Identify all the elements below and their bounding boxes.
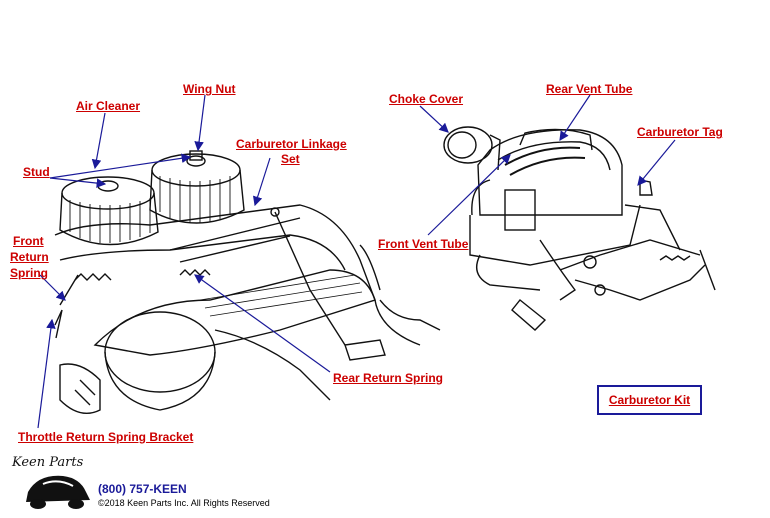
arrow-rear-return	[194, 274, 331, 373]
label-carburetor-tag[interactable]: Carburetor Tag	[637, 125, 723, 139]
logo-script-text: Keen Parts	[11, 455, 84, 470]
carburetor-drawing	[443, 126, 716, 331]
label-stud[interactable]: Stud	[23, 165, 50, 179]
arrow-rear-vent	[559, 94, 591, 141]
arrow-air-cleaner	[91, 112, 106, 170]
keen-parts-logo: Keen Parts	[11, 455, 90, 509]
arrow-front-vent	[427, 154, 511, 236]
arrow-stud-2	[49, 153, 192, 179]
arrow-carb-tag	[637, 139, 676, 186]
label-throttle-return-spring-bracket[interactable]: Throttle Return Spring Bracket	[18, 430, 194, 444]
label-carburetor-kit[interactable]: Carburetor Kit	[608, 393, 691, 407]
label-air-cleaner[interactable]: Air Cleaner	[76, 99, 141, 113]
label-carburetor-linkage[interactable]: Carburetor Linkage	[236, 137, 347, 151]
arrow-throttle-bracket	[37, 318, 56, 429]
carburetor-kit-box[interactable]: Carburetor Kit	[597, 385, 702, 415]
label-front-return-spring-1[interactable]: Front	[13, 234, 44, 248]
arrow-front-return	[39, 274, 66, 301]
label-front-return-spring-3[interactable]: Spring	[10, 266, 48, 280]
label-carburetor-linkage-set[interactable]: Set	[281, 152, 300, 166]
label-front-return-spring-2[interactable]: Return	[10, 250, 49, 264]
label-wing-nut[interactable]: Wing Nut	[183, 82, 236, 96]
label-rear-vent-tube[interactable]: Rear Vent Tube	[546, 82, 633, 96]
label-choke-cover[interactable]: Choke Cover	[389, 92, 464, 106]
copyright-text: ©2018 Keen Parts Inc. All Rights Reserve…	[98, 498, 270, 508]
arrow-stud-1	[49, 177, 107, 188]
pointer-arrows	[37, 94, 676, 429]
label-rear-return-spring[interactable]: Rear Return Spring	[333, 371, 444, 385]
air-cleaner-right	[149, 150, 245, 224]
phone-number: (800) 757-KEEN	[98, 482, 187, 496]
arrow-wing-nut	[194, 94, 206, 152]
arrow-choke-cover	[419, 105, 449, 133]
label-front-vent-tube[interactable]: Front Vent Tube	[378, 237, 469, 251]
air-cleaner-left	[59, 176, 159, 246]
arrow-linkage	[252, 157, 271, 207]
